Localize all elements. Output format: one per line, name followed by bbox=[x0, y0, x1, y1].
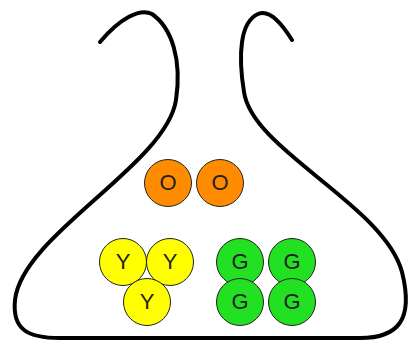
ball-letter: G bbox=[283, 251, 300, 273]
ball-circle: G bbox=[216, 278, 264, 326]
ball-letter: Y bbox=[116, 251, 131, 273]
ball-letter: G bbox=[283, 291, 300, 313]
ball-letter: G bbox=[231, 251, 248, 273]
ball-letter: Y bbox=[163, 251, 178, 273]
ball-letter: G bbox=[231, 291, 248, 313]
bag-path bbox=[15, 12, 406, 338]
ball-letter: O bbox=[159, 172, 176, 194]
ball-circle: O bbox=[196, 159, 244, 207]
ball-circle: Y bbox=[123, 278, 171, 326]
ball-circle: G bbox=[268, 278, 316, 326]
ball-letter: Y bbox=[140, 291, 155, 313]
ball-circle: O bbox=[144, 159, 192, 207]
ball-letter: O bbox=[211, 172, 228, 194]
